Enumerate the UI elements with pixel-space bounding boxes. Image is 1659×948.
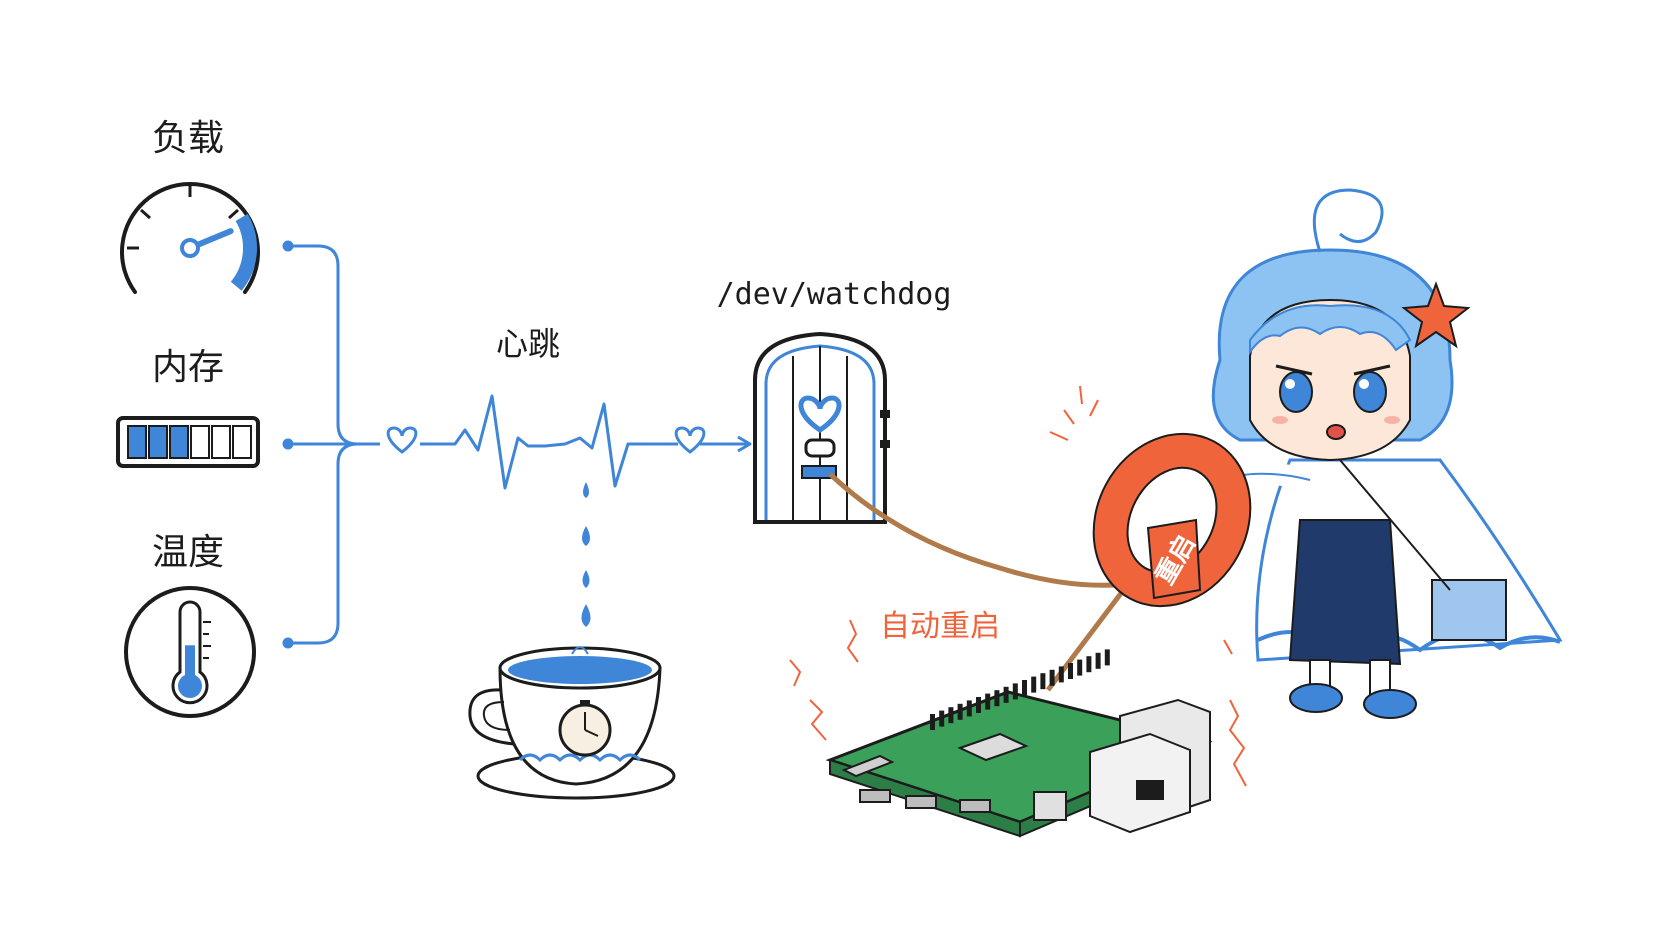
starfish-hairclip-icon [1401, 281, 1471, 349]
raspberry-pi-board-icon [825, 649, 1213, 838]
memory-bar-icon [116, 416, 260, 468]
gpio-pin [966, 700, 972, 717]
gpio-pin [1086, 656, 1092, 673]
gpio-pin [930, 714, 935, 730]
stopwatch-icon [558, 700, 612, 757]
chibi-girl-character [1211, 188, 1563, 719]
gpio-pin [1022, 680, 1027, 696]
memory-cell-empty [232, 425, 252, 459]
load-label: 负载 [152, 118, 224, 159]
device-label: /dev/watchdog [717, 277, 952, 312]
reboot-sparks [789, 385, 1247, 787]
heartbeat-label: 心跳 [496, 325, 560, 363]
gpio-pin [1012, 683, 1018, 700]
auto-reboot-label: 自动重启 [880, 609, 1000, 644]
memory-cell-empty [190, 425, 210, 459]
gpio-pin [1068, 663, 1073, 679]
gpio-pin [939, 710, 945, 727]
gpio-pin [1077, 659, 1083, 676]
thermometer-icon [124, 586, 256, 718]
gpio-pin [1104, 649, 1110, 666]
water-drops [581, 482, 591, 672]
rope [828, 472, 1129, 588]
memory-cell-filled [148, 425, 168, 459]
reboot-ring-handle-icon[interactable]: 重启 [1064, 406, 1280, 634]
watchdog-door-icon [753, 331, 890, 524]
speedometer-gauge-icon [120, 182, 260, 294]
gpio-pin [1058, 666, 1064, 683]
gpio-pin [1031, 676, 1037, 693]
heart-icon [674, 426, 706, 454]
memory-label: 内存 [152, 347, 224, 388]
memory-cell-filled [169, 425, 189, 459]
gpio-pin [957, 703, 963, 720]
heartbeat-line [420, 394, 752, 490]
gpio-pin [1040, 673, 1046, 690]
memory-cell-empty [211, 425, 231, 459]
temperature-label: 温度 [152, 532, 224, 573]
gpio-pin [1095, 652, 1101, 669]
heart-icon [386, 426, 418, 454]
gpio-pin [985, 693, 991, 710]
gpio-pin [948, 707, 954, 724]
gpio-pin [976, 697, 981, 713]
gpio-pin [1003, 686, 1009, 703]
gpio-pin [1049, 669, 1055, 686]
metrics-connector [282, 240, 380, 649]
memory-cell-filled [127, 425, 147, 459]
gpio-pin [994, 690, 1000, 707]
